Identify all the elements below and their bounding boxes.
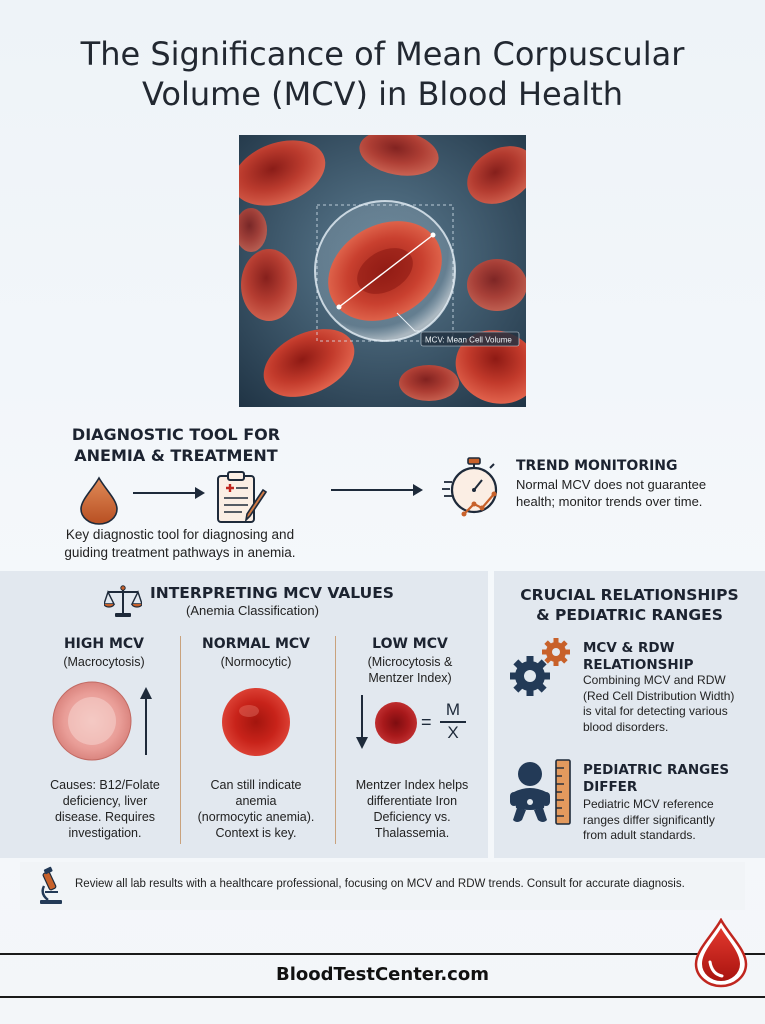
- diagnostic-title-line-2: ANEMIA & TREATMENT: [74, 446, 278, 465]
- high-mcv-subtitle: (Macrocytosis): [63, 655, 145, 669]
- footer-site-name[interactable]: BloodTestCenter.com: [276, 964, 489, 985]
- trend-monitoring-heading: TREND MONITORING: [516, 458, 678, 474]
- low-mcv-desc-line: differentiate Iron: [366, 794, 458, 808]
- formula-equals: =: [421, 712, 432, 732]
- column-divider: [335, 636, 336, 844]
- red-blood-cell-illustration: MCV: Mean Cell Volume: [239, 135, 526, 407]
- arrow-right-icon: [133, 485, 205, 506]
- trend-desc-line-2: health; monitor trends over time.: [516, 494, 703, 509]
- pediatric-ranges-description: Pediatric MCV reference ranges differ si…: [583, 797, 753, 844]
- low-mcv-desc-line: Thalassemia.: [374, 826, 450, 840]
- low-mcv-heading: LOW MCV: [372, 636, 448, 652]
- blood-drop-logo-icon: [692, 917, 750, 995]
- low-mcv-desc-line: Deficiency vs.: [373, 810, 451, 824]
- gears-icon: [506, 634, 576, 705]
- normal-mcv-description: Can still indicate anemia (normocytic an…: [180, 777, 332, 841]
- page-title: The Significance of Mean Corpuscular Vol…: [0, 34, 765, 114]
- diagnostic-desc-line-1: Key diagnostic tool for diagnosing and: [65, 527, 295, 542]
- arrow-down-icon: [354, 695, 370, 756]
- mcv-rdw-desc-line: Combining MCV and RDW: [583, 673, 726, 687]
- mcv-rdw-title-line-1: MCV & RDW: [583, 640, 675, 656]
- high-mcv-desc-line: Causes: B12/Folate: [50, 778, 160, 792]
- normal-mcv-desc-line: Context is key.: [215, 826, 297, 840]
- relationships-heading: CRUCIAL RELATIONSHIPS & PEDIATRIC RANGES: [494, 585, 765, 625]
- normal-mcv-subtitle: (Normocytic): [220, 655, 292, 669]
- high-mcv-desc-line: investigation.: [68, 826, 142, 840]
- mcv-rdw-heading: MCV & RDW RELATIONSHIP: [583, 640, 753, 674]
- balance-scale-icon: [103, 584, 143, 623]
- macrocyte-cell-icon: [52, 681, 162, 766]
- high-mcv-desc-line: disease. Requires: [54, 810, 156, 824]
- title-line-1: The Significance of Mean Corpuscular: [80, 35, 685, 73]
- formula-denominator: X: [447, 723, 459, 742]
- blood-drop-icon: [78, 476, 120, 531]
- baby-ruler-icon: [508, 758, 574, 833]
- pediatric-desc-line: ranges differ significantly: [583, 812, 715, 827]
- mcv-rdw-desc-line: is vital for detecting various: [583, 704, 728, 718]
- diagnostic-desc-line-2: guiding treatment pathways in anemia.: [64, 545, 296, 560]
- high-mcv-desc-line: deficiency, liver: [62, 794, 148, 808]
- low-mcv-subtitle: (Microcytosis & Mentzer Index): [340, 654, 480, 686]
- relationships-title-line-1: CRUCIAL RELATIONSHIPS: [520, 586, 739, 604]
- mentzer-formula: = M X: [421, 700, 471, 746]
- mcv-rdw-description: Combining MCV and RDW (Red Cell Distribu…: [583, 673, 763, 735]
- review-banner: [20, 862, 745, 910]
- mcv-rdw-desc-line: blood disorders.: [583, 719, 669, 734]
- column-divider: [180, 636, 181, 844]
- review-message: Review all lab results with a healthcare…: [75, 878, 685, 890]
- pediatric-desc-line: Pediatric MCV reference: [583, 797, 714, 811]
- normal-mcv-desc-line: (normocytic anemia).: [197, 810, 315, 824]
- interpreting-mcv-heading: INTERPRETING MCV VALUES: [150, 584, 394, 602]
- low-mcv-description: Mentzer Index helps differentiate Iron D…: [337, 777, 487, 841]
- pediatric-ranges-heading: PEDIATRIC RANGES DIFFER: [583, 762, 753, 796]
- low-mcv-subtitle-line: (Microcytosis &: [367, 655, 453, 669]
- low-mcv-desc-line: Mentzer Index helps: [355, 778, 469, 792]
- title-line-2: Volume (MCV) in Blood Health: [141, 75, 624, 113]
- footer-bottom-rule: [0, 996, 765, 998]
- pediatric-title-line-2: DIFFER: [583, 779, 638, 795]
- high-mcv-description: Causes: B12/Folate deficiency, liver dis…: [30, 777, 180, 841]
- formula-fraction-bar: [440, 721, 466, 723]
- diagnostic-description: Key diagnostic tool for diagnosing and g…: [40, 526, 320, 562]
- interpreting-mcv-subtitle: (Anemia Classification): [186, 603, 319, 618]
- mcv-callout-label: MCV: Mean Cell Volume: [425, 336, 512, 345]
- formula-numerator: M: [445, 700, 461, 719]
- trend-monitoring-description: Normal MCV does not guarantee health; mo…: [516, 476, 746, 510]
- stopwatch-trend-icon: [440, 456, 506, 527]
- pediatric-desc-line: from adult standards.: [583, 828, 696, 842]
- diagnostic-tool-heading: DIAGNOSTIC TOOL FOR ANEMIA & TREATMENT: [56, 424, 296, 466]
- pediatric-title-line-1: PEDIATRIC RANGES: [583, 762, 730, 778]
- normal-mcv-desc-line: Can still indicate: [210, 778, 302, 792]
- low-mcv-subtitle-line: Mentzer Index): [368, 671, 452, 685]
- microcyte-cell-icon: [374, 701, 418, 750]
- arrow-right-icon: [331, 482, 423, 503]
- trend-desc-line-1: Normal MCV does not guarantee: [516, 477, 707, 492]
- normal-mcv-desc-line: anemia: [235, 794, 277, 808]
- clipboard-prescription-icon: [214, 470, 270, 529]
- high-mcv-heading: HIGH MCV: [63, 636, 145, 652]
- normocyte-cell-icon: [221, 687, 291, 762]
- mcv-rdw-desc-line: (Red Cell Distribution Width): [583, 688, 735, 703]
- mcv-rdw-title-line-2: RELATIONSHIP: [583, 657, 694, 673]
- footer-top-rule: [0, 953, 765, 955]
- normal-mcv-heading: NORMAL MCV: [201, 636, 310, 652]
- diagnostic-title-line-1: DIAGNOSTIC TOOL FOR: [71, 425, 281, 444]
- microscope-icon: [36, 866, 66, 911]
- relationships-title-line-2: & PEDIATRIC RANGES: [536, 606, 723, 624]
